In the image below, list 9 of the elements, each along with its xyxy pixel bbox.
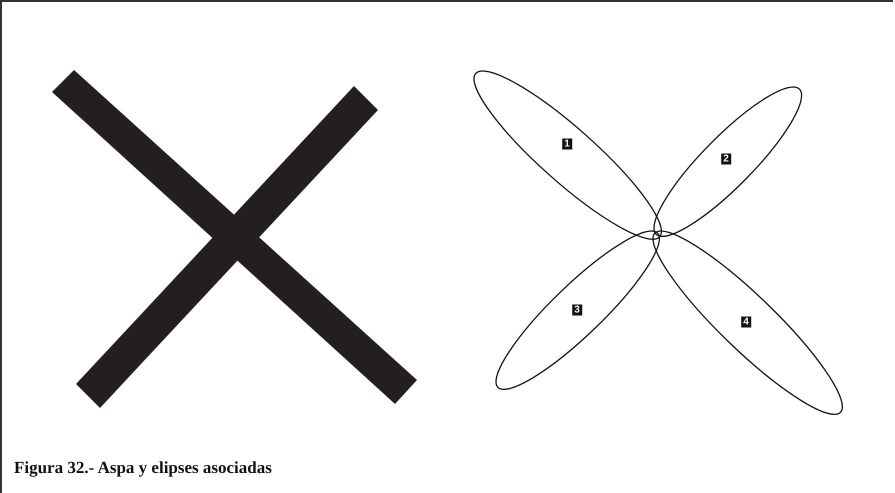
ellipse-shape — [473, 70, 663, 240]
ellipse-shape — [653, 86, 803, 238]
ellipse-shape — [495, 230, 661, 390]
callout-number: 2 — [721, 153, 731, 164]
callout-number: 3 — [572, 304, 582, 316]
callout-number: 1 — [562, 138, 572, 150]
callout-number: 4 — [741, 316, 751, 328]
ellipse-shape — [652, 230, 844, 416]
figure-caption: Figura 32.- Aspa y elipses asociadas — [14, 458, 272, 478]
